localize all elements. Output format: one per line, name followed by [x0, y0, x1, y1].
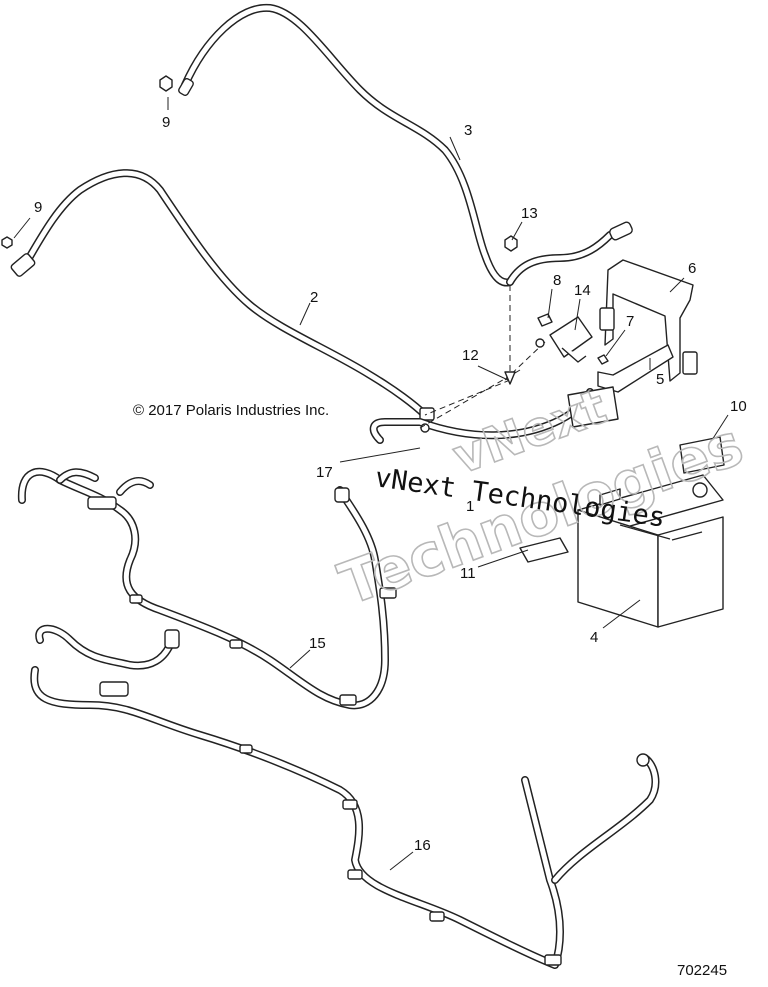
- harness-16: [30, 624, 660, 969]
- drawing-number: 702245: [677, 962, 727, 979]
- harness-15: [17, 467, 397, 710]
- callout-3: 3: [464, 122, 472, 139]
- battery-strap: [597, 344, 674, 393]
- leader-lines: [13, 97, 729, 871]
- relay: [549, 316, 593, 363]
- callout-7: 7: [626, 313, 634, 330]
- pads: [567, 386, 725, 474]
- battery: [577, 474, 724, 628]
- callout-9b: 9: [34, 199, 42, 216]
- callout-12: 12: [462, 347, 479, 364]
- callout-14: 14: [574, 282, 591, 299]
- callout-17: 17: [316, 464, 333, 481]
- callout-13: 13: [521, 205, 538, 222]
- callout-4: 4: [590, 629, 598, 646]
- cable-3: [178, 3, 633, 287]
- callout-15: 15: [309, 635, 326, 652]
- callout-11: 11: [460, 565, 476, 582]
- label-sticker: [519, 537, 569, 563]
- callout-9a: 9: [162, 114, 170, 131]
- callout-10: 10: [730, 398, 747, 415]
- cable-2: [10, 169, 435, 421]
- callout-1: 1: [466, 498, 474, 515]
- callout-16: 16: [414, 837, 431, 854]
- callouts: 9 3 9 13 6 8 2 14 7 12 5 10 17 1 11 4 15…: [34, 114, 747, 854]
- copyright-notice: © 2017 Polaris Industries Inc.: [133, 402, 329, 419]
- callout-5: 5: [656, 371, 664, 388]
- callout-2: 2: [310, 289, 318, 306]
- hardware: [1, 75, 609, 385]
- callout-8: 8: [553, 272, 561, 289]
- callout-6: 6: [688, 260, 696, 277]
